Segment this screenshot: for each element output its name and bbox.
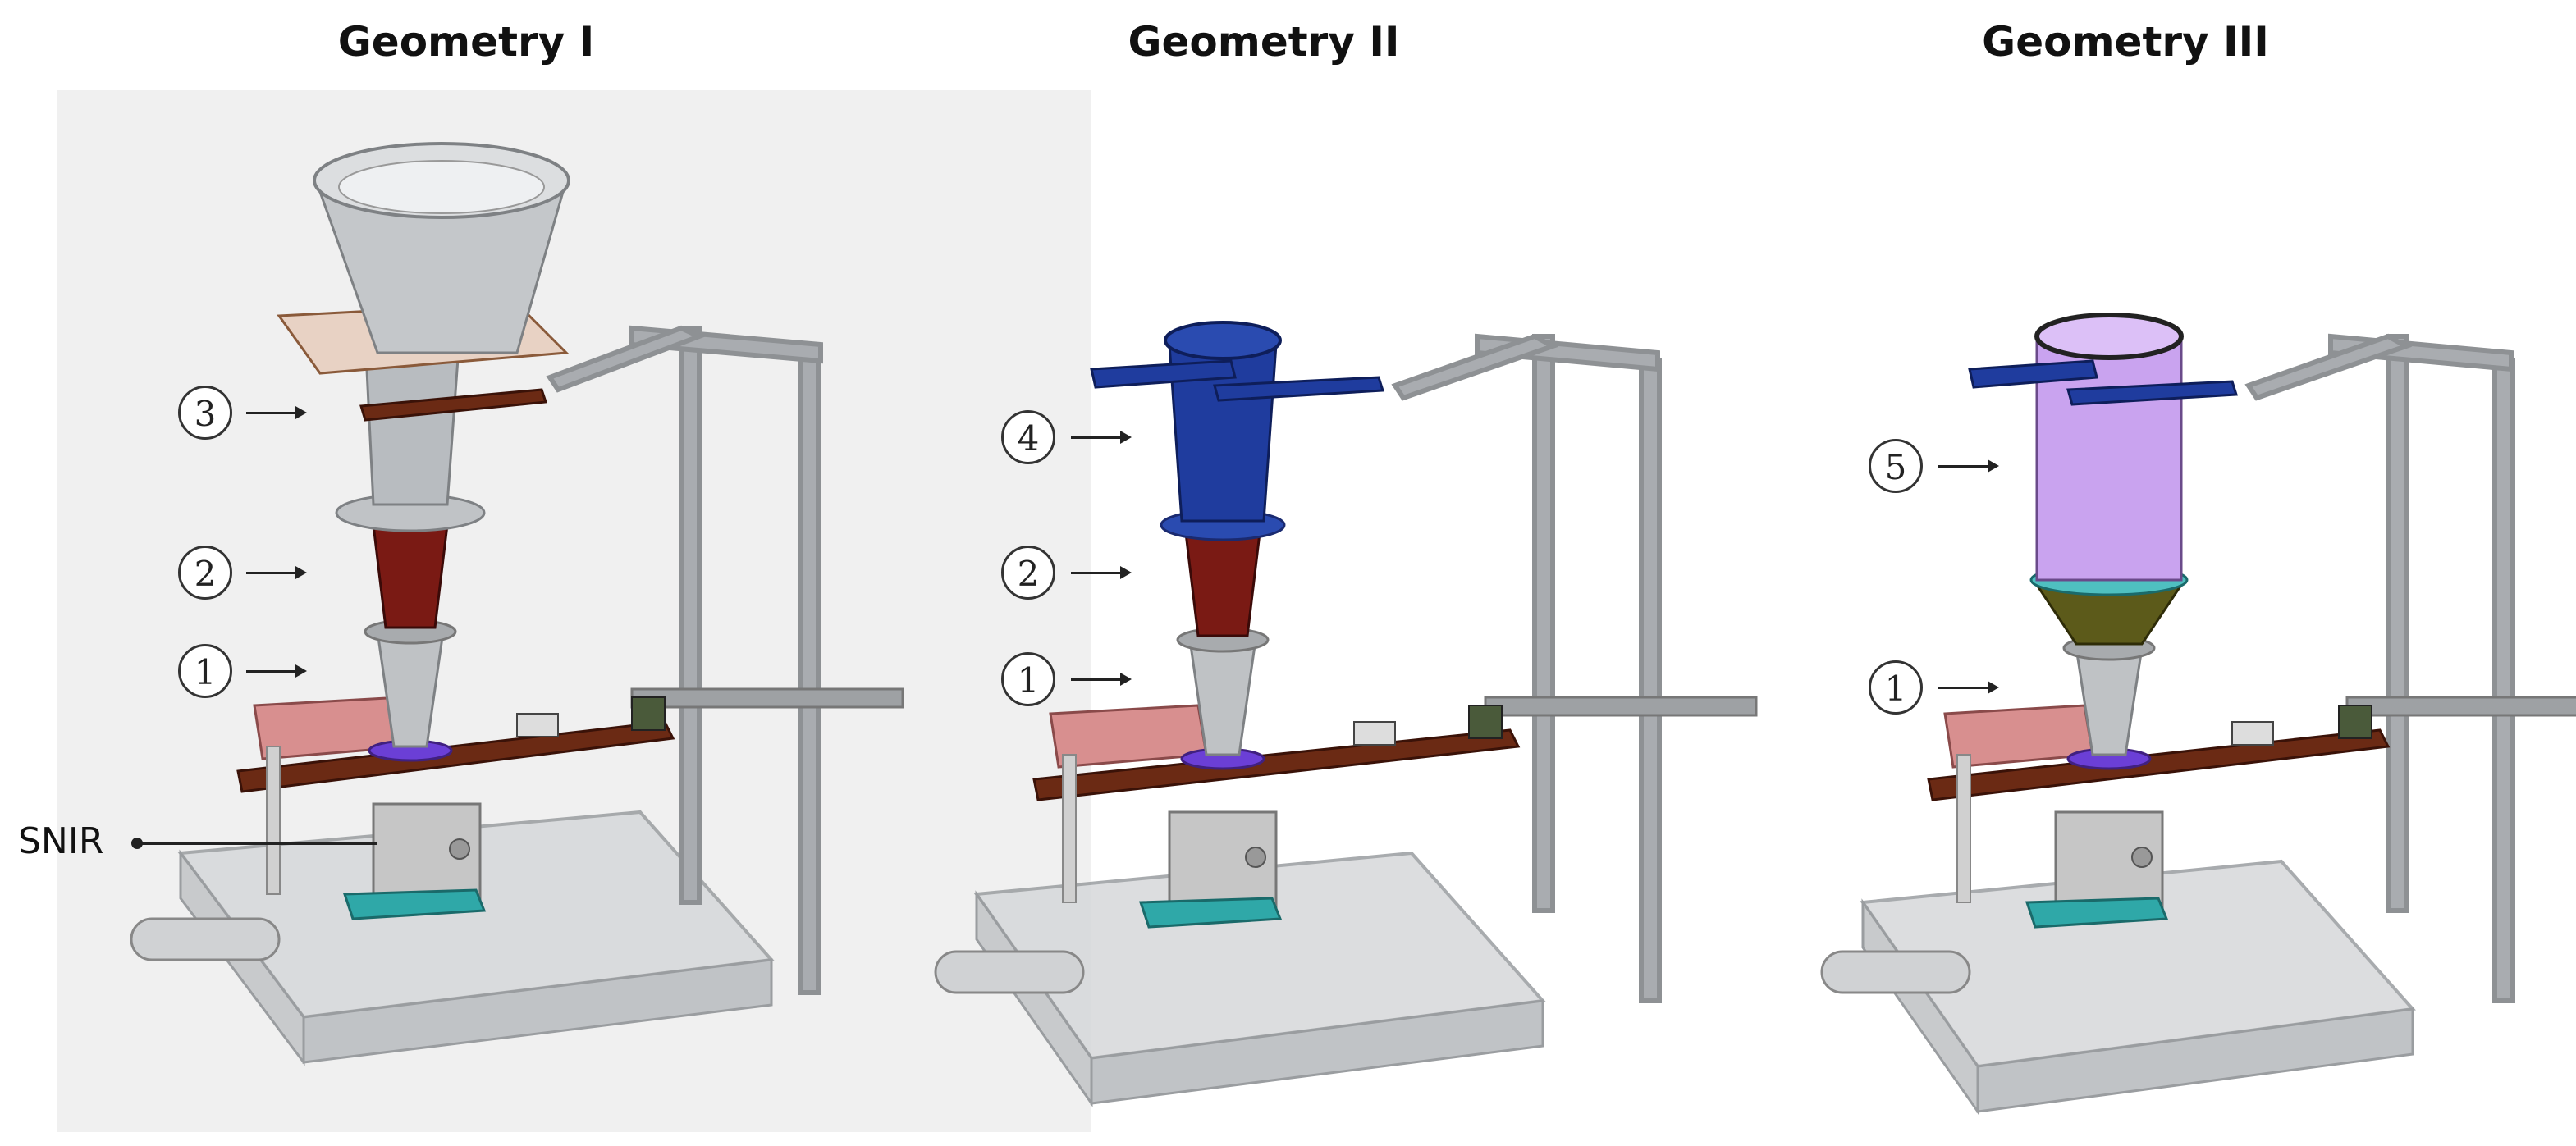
arrow-g3-1 xyxy=(1938,681,1999,694)
geometry-1-drawing xyxy=(130,142,904,1066)
callout-g2-2: 2 xyxy=(1001,546,1055,600)
arrow-g2-1 xyxy=(1071,673,1132,686)
arrow-g1-2 xyxy=(246,566,307,579)
callout-g3-5: 5 xyxy=(1869,439,1923,493)
title-geometry-3: Geometry III xyxy=(1982,18,2269,66)
callout-g2-4: 4 xyxy=(1001,410,1055,464)
callout-g1-1: 1 xyxy=(178,644,232,698)
arrow-g1-1 xyxy=(246,664,307,678)
geometry-2-panel xyxy=(934,90,1758,1132)
callout-g1-2: 2 xyxy=(178,546,232,600)
geometry-2-drawing xyxy=(934,321,1758,1107)
title-geometry-2: Geometry II xyxy=(1128,18,1400,66)
arrow-g2-4 xyxy=(1071,431,1132,444)
arrow-g2-2 xyxy=(1071,566,1132,579)
callout-g2-1: 1 xyxy=(1001,652,1055,706)
title-geometry-1: Geometry I xyxy=(337,18,595,66)
callout-g1-3: 3 xyxy=(178,386,232,440)
callout-g3-1: 1 xyxy=(1869,660,1923,715)
geometry-3-panel xyxy=(1820,90,2576,1132)
geometry-3-drawing xyxy=(1820,313,2576,1116)
snir-pointer xyxy=(131,838,377,849)
snir-label: SNIR xyxy=(18,820,104,862)
arrow-g3-5 xyxy=(1938,459,1999,473)
geometry-1-panel xyxy=(57,90,1091,1132)
arrow-g1-3 xyxy=(246,406,307,419)
